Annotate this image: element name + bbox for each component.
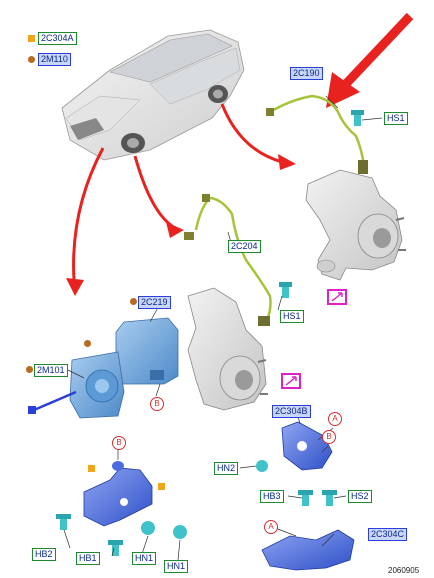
orange-square-right <box>158 483 165 490</box>
orange-square-left <box>88 465 95 472</box>
bracket-screw-2m101 <box>28 390 77 414</box>
marker-a-upper: A <box>328 412 342 426</box>
bracket-lower-left <box>83 461 153 527</box>
callout-hn1-b: HN1 <box>164 560 189 573</box>
marker-a-lower: A <box>264 520 278 534</box>
hs1-lower-bolt <box>279 282 292 298</box>
brown-dot-module <box>130 298 137 305</box>
bracket-2c304c <box>261 529 355 571</box>
callout-2c219: 2C219 <box>138 296 171 309</box>
lower-wheel-speed-sensor <box>184 194 272 326</box>
callout-2c204: 2C204 <box>228 240 261 253</box>
legend-label-2c304a: 2C304A <box>38 32 77 45</box>
callout-hs1-upper: HS1 <box>384 112 408 125</box>
reference-number: 2060905 <box>388 566 420 575</box>
callout-hs2: HS2 <box>348 490 372 503</box>
hs1-upper-bolt <box>351 110 364 126</box>
vehicle-illustration <box>61 29 245 161</box>
callout-hb3: HB3 <box>260 490 284 503</box>
callout-2m101: 2M101 <box>34 364 68 377</box>
callout-hb1: HB1 <box>76 552 100 565</box>
callout-2c190: 2C190 <box>290 67 323 80</box>
brown-dot-screw <box>26 366 33 373</box>
marker-b-upper: B <box>322 430 336 444</box>
magenta-direction-icons <box>281 289 347 389</box>
callout-hn2: HN2 <box>214 462 239 475</box>
rear-knuckle-lower <box>187 287 268 411</box>
callout-2c304b: 2C304B <box>272 405 311 418</box>
callout-hs1-lower: HS1 <box>280 310 304 323</box>
orange-square-marker <box>28 35 35 42</box>
red-arrows <box>72 103 283 281</box>
legend-label-2m110: 2M110 <box>38 53 71 66</box>
fasteners-2c304b <box>256 460 337 506</box>
callout-2c304c: 2C304C <box>368 528 408 541</box>
fasteners-lower-left <box>56 514 187 556</box>
big-pointer-arrow <box>326 12 414 108</box>
bracket-2c304b <box>281 421 333 471</box>
brown-dot-marker <box>28 56 35 63</box>
rear-knuckle-upper <box>305 169 406 281</box>
upper-wheel-speed-sensor <box>266 94 368 174</box>
callout-hn1-a: HN1 <box>132 552 157 565</box>
marker-b-lower-left: B <box>112 436 126 450</box>
leader-lines <box>63 95 383 561</box>
brown-dot-module-top <box>84 340 91 347</box>
callout-hb2: HB2 <box>32 548 56 561</box>
marker-b-module: B <box>150 397 164 411</box>
abs-module <box>69 317 179 419</box>
